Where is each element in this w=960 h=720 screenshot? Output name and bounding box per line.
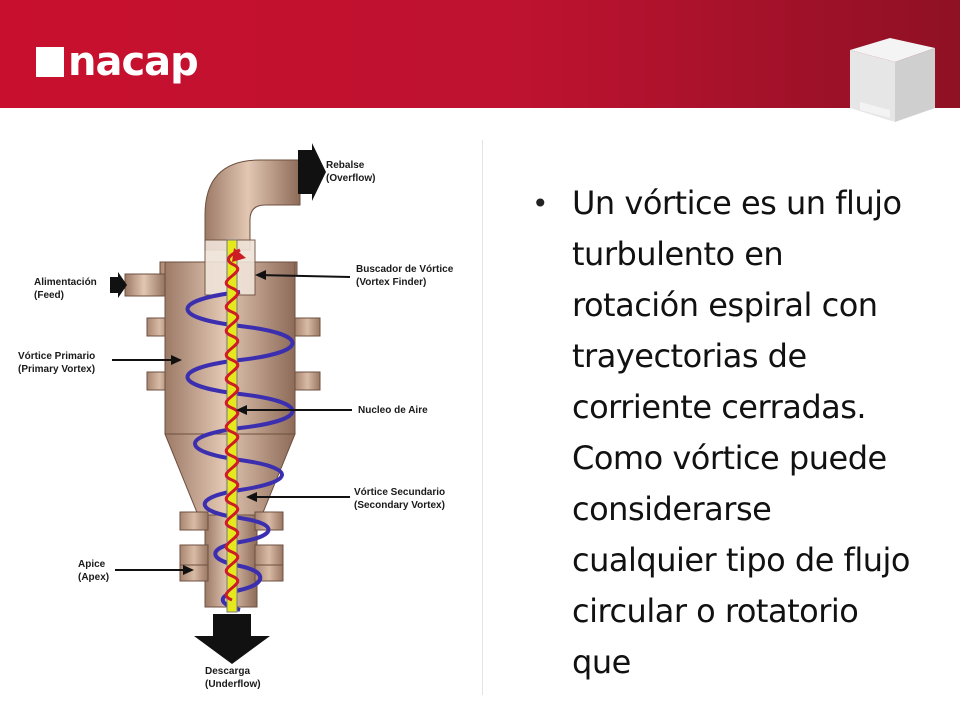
column-divider bbox=[482, 140, 483, 695]
bullet-dot-icon: • bbox=[532, 187, 549, 220]
overflow-arrow-icon bbox=[298, 143, 326, 201]
cube-icon bbox=[850, 38, 935, 122]
flange bbox=[294, 371, 321, 391]
secondary-vortex-spiral bbox=[224, 248, 241, 602]
bullet-list: • Un vórtice es un flujo turbulento en r… bbox=[532, 178, 932, 720]
label-rebalse: Rebalse (Overflow) bbox=[326, 160, 376, 184]
flange bbox=[254, 544, 284, 566]
callout-arrowhead-icon bbox=[171, 355, 182, 365]
underflow-arrow-icon bbox=[194, 614, 270, 664]
callout-arrowhead-icon bbox=[236, 405, 247, 415]
label-vortice-secundario: Vórtice Secundario (Secondary Vortex) bbox=[354, 487, 446, 511]
label-nucleo-aire: Nucleo de Aire bbox=[358, 405, 428, 416]
logo-mark-icon bbox=[36, 47, 64, 77]
flange bbox=[179, 511, 209, 531]
overflow-pipe bbox=[204, 159, 301, 251]
logo-text: nacap bbox=[68, 39, 199, 85]
header-banner: nacap bbox=[0, 0, 960, 122]
flange bbox=[294, 317, 321, 337]
label-descarga: Descarga (Underflow) bbox=[205, 666, 261, 690]
callout-arrowhead-icon bbox=[255, 270, 266, 280]
label-buscador-vortice: Buscador de Vórtice (Vortex Finder) bbox=[356, 264, 454, 288]
inacap-logo[interactable]: nacap bbox=[36, 38, 199, 86]
callout-line-vortex-finder bbox=[257, 274, 351, 278]
label-vortice-primario: Vórtice Primario (Primary Vortex) bbox=[18, 351, 96, 375]
bullet-text: Un vórtice es un flujo turbulento en rot… bbox=[572, 184, 910, 681]
bullet-item: • Un vórtice es un flujo turbulento en r… bbox=[532, 178, 932, 688]
label-alimentacion: Alimentación (Feed) bbox=[34, 277, 97, 301]
hydrocyclone-diagram bbox=[110, 143, 352, 664]
callout-arrowhead-icon bbox=[246, 492, 257, 502]
flange bbox=[179, 544, 209, 566]
callout-arrowhead-icon bbox=[183, 565, 194, 575]
feed-pipe bbox=[124, 273, 168, 297]
label-apice: Apice (Apex) bbox=[78, 559, 110, 583]
secondary-vortex-arrowhead-icon bbox=[232, 248, 246, 262]
feed-arrow-icon bbox=[110, 272, 127, 298]
